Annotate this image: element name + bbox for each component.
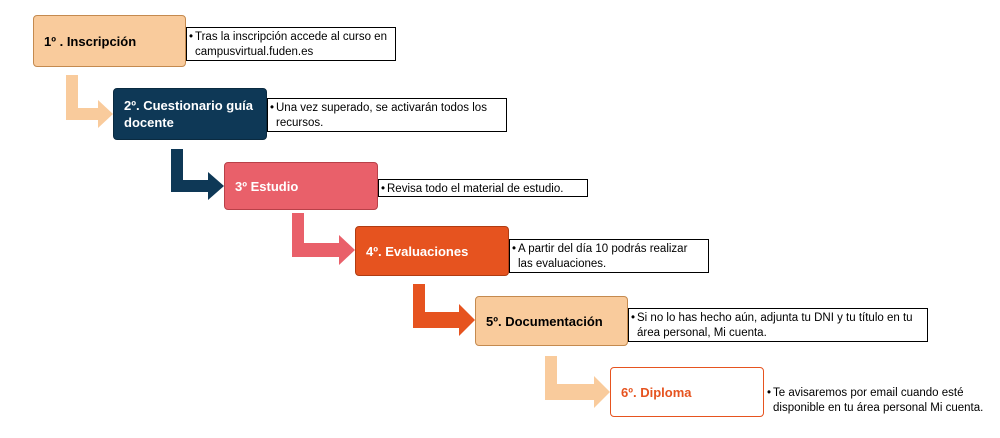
step-5-documentacion: 5º. Documentación [475,296,628,346]
step-5-note-text: Si no lo has hecho aún, adjunta tu DNI y… [637,312,913,339]
step-1-note-text: Tras la inscripción accede al curso en c… [195,31,387,58]
arrow-1-to-2 [66,75,113,128]
arrow-2-to-3 [171,149,224,200]
step-3-note-text: Revisa todo el material de estudio. [387,183,564,195]
step-3-label: 3º Estudio [235,178,299,194]
bullet: • [767,387,772,399]
step-5-note: • Si no lo has hecho aún, adjunta tu DNI… [628,308,928,342]
bullet: • [189,31,194,43]
arrow-3-to-4 [292,213,355,265]
arrow-5-to-6 [545,356,610,408]
bullet: • [270,102,275,114]
step-1-note: • Tras la inscripción accede al curso en… [186,27,396,61]
step-3-estudio: 3º Estudio [224,162,378,210]
step-4-evaluaciones: 4º. Evaluaciones [355,226,509,276]
step-3-note: • Revisa todo el material de estudio. [378,179,588,197]
step-4-note: • A partir del día 10 podrás realizar la… [509,239,709,273]
bullet: • [631,312,636,324]
step-4-label: 4º. Evaluaciones [366,243,469,259]
step-2-note-text: Una vez superado, se activarán todos los… [276,102,487,129]
arrow-4-to-5 [413,284,475,336]
bullet: • [381,183,386,195]
step-6-note-text: Te avisaremos por email cuando esté disp… [773,387,984,414]
bullet: • [512,243,517,255]
step-6-note: • Te avisaremos por email cuando esté di… [764,383,1000,417]
step-2-note: • Una vez superado, se activarán todos l… [267,98,507,132]
step-4-note-text: A partir del día 10 podrás realizar las … [518,243,688,270]
step-6-label: 6º. Diploma [621,384,692,400]
step-5-label: 5º. Documentación [486,313,603,329]
step-2-cuestionario: 2º. Cuestionario guía docente [113,88,267,140]
step-1-label: 1º . Inscripción [44,33,137,49]
step-6-diploma: 6º. Diploma [610,367,764,417]
step-2-label: 2º. Cuestionario guía docente [124,98,253,130]
step-1-inscripcion: 1º . Inscripción [33,15,186,67]
